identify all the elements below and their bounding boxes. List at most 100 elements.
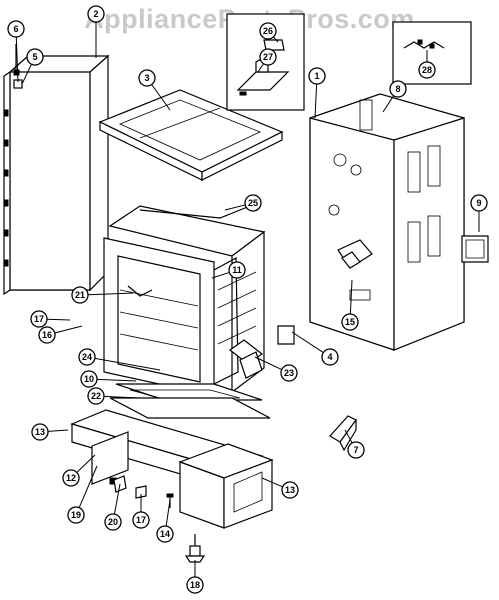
callout-leader-line xyxy=(103,395,141,399)
callout-circle xyxy=(321,348,339,366)
part-drawer-box xyxy=(178,443,274,529)
callout-leader-line xyxy=(151,84,171,111)
callout-number: 4 xyxy=(327,352,332,362)
callout-number: 28 xyxy=(422,65,432,75)
callout-circle xyxy=(30,310,48,328)
callout-number: 1 xyxy=(314,71,319,81)
rack-guides xyxy=(217,271,257,345)
callout-number: 25 xyxy=(248,198,258,208)
callout-circle xyxy=(138,69,156,87)
callout-c25: 25 xyxy=(224,194,262,212)
callout-c11: 11 xyxy=(211,261,246,279)
callout-c13b: 13 xyxy=(261,477,299,499)
callout-c5: 5 xyxy=(21,48,44,85)
callout-c4: 4 xyxy=(291,331,339,366)
callout-circle xyxy=(156,525,174,543)
callout-leader-line xyxy=(257,63,264,73)
callout-number: 15 xyxy=(345,317,355,327)
callout-c16: 16 xyxy=(38,325,83,344)
callout-number: 17 xyxy=(34,314,44,324)
callout-leader-line xyxy=(211,271,230,279)
callout-number: 5 xyxy=(32,52,37,62)
callout-circle xyxy=(31,423,49,441)
callout-circle xyxy=(470,194,488,212)
callout-circle xyxy=(38,326,56,344)
callout-circle xyxy=(78,348,96,366)
callout-number: 11 xyxy=(232,265,242,275)
callout-circle xyxy=(87,5,105,23)
callout-c6: 6 xyxy=(7,20,25,83)
callout-number: 19 xyxy=(71,510,81,520)
callout-leader-line xyxy=(273,36,279,43)
callout-number: 8 xyxy=(395,84,400,94)
callout-c19: 19 xyxy=(67,465,98,524)
callout-circle xyxy=(104,513,122,531)
callout-circle xyxy=(71,286,89,304)
panel-slots xyxy=(4,109,9,267)
callout-leader-line xyxy=(46,318,71,321)
callout-circle xyxy=(281,481,299,499)
callout-number: 7 xyxy=(353,445,358,455)
part-hinge xyxy=(228,325,295,379)
callout-leader-line xyxy=(224,204,246,211)
callout-circle xyxy=(259,48,277,66)
callout-c14: 14 xyxy=(156,499,174,543)
callout-circle xyxy=(186,576,204,594)
callout-c24: 24 xyxy=(78,348,161,371)
callout-leader-line xyxy=(261,477,283,488)
callout-circle xyxy=(418,61,436,79)
callout-circle xyxy=(62,469,80,487)
callout-leader-line xyxy=(382,95,395,113)
callout-number: 6 xyxy=(13,24,18,34)
callout-leader-line xyxy=(349,279,353,315)
callout-c13a: 13 xyxy=(31,423,69,441)
part-leveling-leg xyxy=(184,534,206,563)
callout-circle xyxy=(308,67,326,85)
callout-c23: 23 xyxy=(254,356,298,382)
callout-c17a: 17 xyxy=(30,310,71,328)
callout-c20: 20 xyxy=(104,483,122,531)
part-bottom-panels xyxy=(109,383,271,419)
callout-c18: 18 xyxy=(186,560,204,594)
callout-leader-line xyxy=(291,331,324,354)
callout-leader-line xyxy=(54,325,83,334)
callout-c17b: 17 xyxy=(132,494,150,529)
callout-c3: 3 xyxy=(138,69,171,111)
callout-c7: 7 xyxy=(344,429,365,459)
callout-circle xyxy=(80,370,98,388)
callout-number: 21 xyxy=(75,290,85,300)
part-small-hardware xyxy=(113,475,174,508)
callout-c15: 15 xyxy=(341,279,359,331)
callout-c27: 27 xyxy=(257,48,277,73)
callout-leader-line xyxy=(94,357,161,371)
callout-c8: 8 xyxy=(382,80,407,113)
callout-leader-line xyxy=(344,429,353,444)
callout-leader-line xyxy=(76,454,96,473)
callout-c10: 10 xyxy=(80,370,137,388)
callout-number: 14 xyxy=(160,529,170,539)
callout-number: 18 xyxy=(190,580,200,590)
callout-leader-line xyxy=(47,429,69,432)
callout-number: 3 xyxy=(144,73,149,83)
callout-circle xyxy=(347,441,365,459)
callout-circle xyxy=(132,511,150,529)
callout-circle xyxy=(87,387,105,405)
callout-number: 17 xyxy=(136,515,146,525)
callout-number: 9 xyxy=(476,198,481,208)
part-small-bracket xyxy=(461,235,489,263)
part-oven-cavity xyxy=(103,205,266,397)
callout-circle xyxy=(26,48,44,66)
part-back-panel xyxy=(309,93,465,351)
part-top-panel xyxy=(98,89,284,181)
callout-circle xyxy=(259,22,277,40)
callout-number: 22 xyxy=(91,391,101,401)
callout-leader-line xyxy=(15,36,19,83)
callout-number: 24 xyxy=(82,352,92,362)
callout-c12: 12 xyxy=(62,454,96,487)
callout-number: 2 xyxy=(93,9,98,19)
callout-c21: 21 xyxy=(71,286,134,304)
part-side-panel xyxy=(3,54,110,296)
part-clip xyxy=(341,251,361,269)
